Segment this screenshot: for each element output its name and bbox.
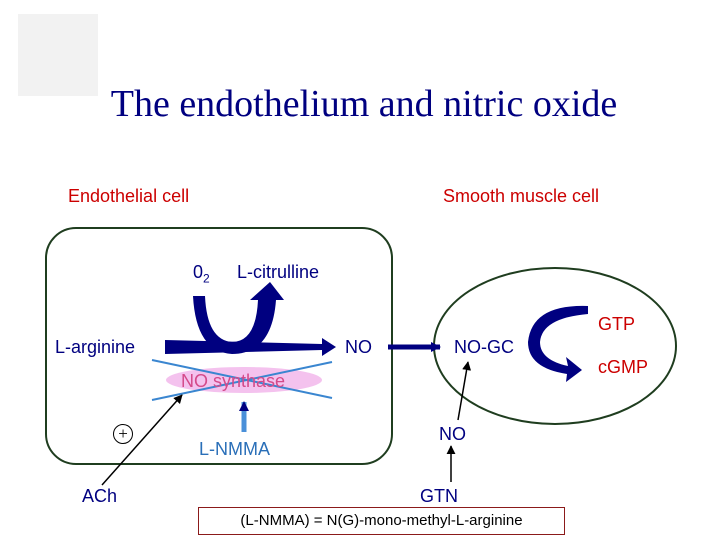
o2-label: 02: [193, 262, 210, 286]
l-arginine-label: L-arginine: [55, 337, 136, 357]
no-endothelium-label: NO: [345, 337, 372, 357]
o2-citrulline-curved-arrow: [193, 282, 284, 354]
l-nmma-definition-note: (L-NMMA) = N(G)-mono-methyl-L-arginine: [198, 507, 565, 535]
gtp-cgmp-curved-arrow: [528, 305, 588, 382]
l-nmma-label: L-NMMA: [199, 439, 270, 459]
l-citrulline-label: L-citrulline: [237, 262, 320, 282]
corner-placeholder: [18, 14, 98, 96]
smooth-muscle-cell-label: Smooth muscle cell: [443, 186, 600, 206]
ach-arrow: [101, 394, 183, 486]
ach-label: ACh: [82, 486, 118, 506]
cgmp-label: cGMP: [598, 357, 649, 377]
gtp-label: GTP: [598, 314, 636, 334]
plus-icon: +: [113, 424, 133, 444]
slide-title: The endothelium and nitric oxide: [110, 83, 618, 125]
inhibition-cross-line-1: [151, 359, 333, 399]
endothelial-cell-label: Endothelial cell: [68, 186, 190, 206]
no-gc-label: NO-GC: [454, 337, 514, 357]
inhibition-cross-line-2: [151, 361, 333, 401]
gtn-label: GTN: [420, 486, 458, 506]
no-lower-label: NO: [439, 424, 466, 444]
no-synthase-label: NO synthase: [181, 371, 286, 391]
no-to-nogc-thin-arrow: [457, 361, 472, 421]
